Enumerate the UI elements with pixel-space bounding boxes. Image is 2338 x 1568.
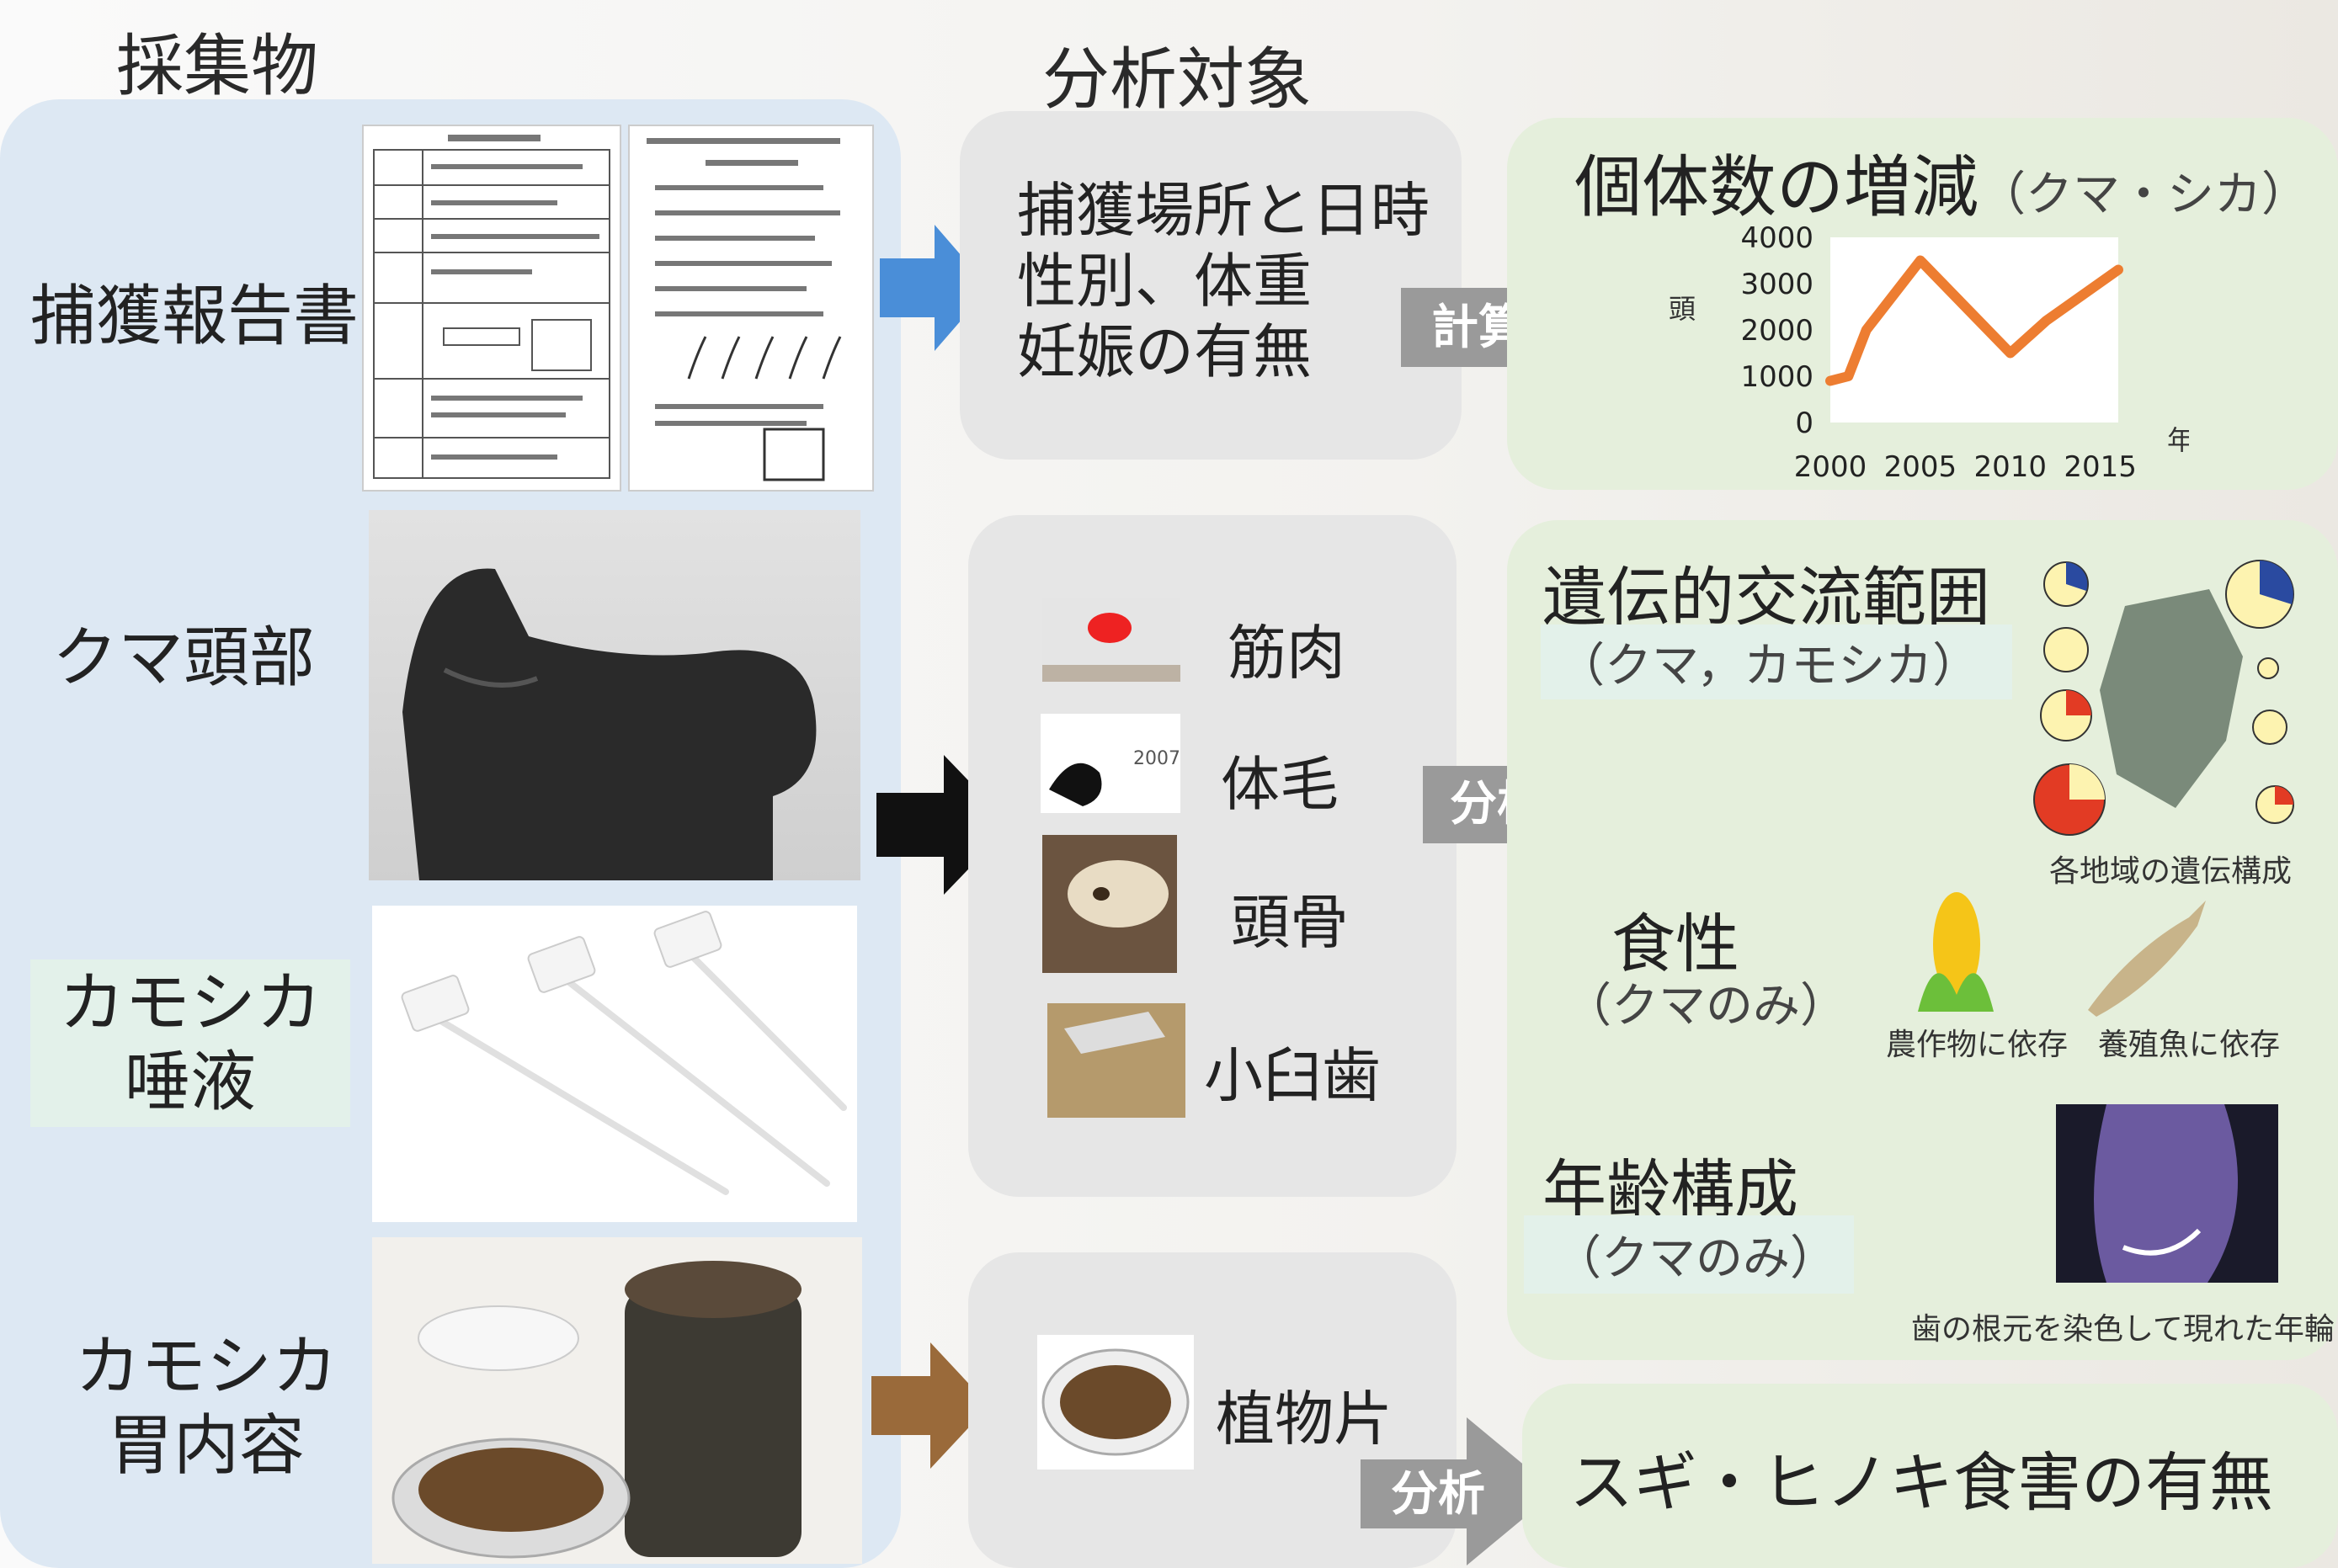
- age-caption: 歯の根元を染色して現れた年輪: [1911, 1312, 2335, 1347]
- collected-label-report: 捕獲報告書: [30, 279, 359, 354]
- chart-xtick-1: 2005: [1884, 450, 1957, 484]
- sample-label-premolar: 小臼歯: [1204, 1041, 1381, 1110]
- collected-label-bear-head: クマ頭部: [52, 620, 316, 696]
- fish-icon: [2088, 901, 2206, 1017]
- diet-caption-crop: 農作物に依存: [1886, 1028, 2069, 1062]
- collected-label-serow-stomach: カモシカ 胃内容: [74, 1329, 338, 1484]
- capture-report-image-2: [628, 125, 874, 492]
- collected-label-serow-saliva: カモシカ 唾液: [30, 959, 350, 1128]
- arrow-analysis-2-label: 分析: [1391, 1467, 1485, 1522]
- chart-ylabel: 頭: [1669, 293, 1696, 325]
- genetic-title: 遺伝的交流範囲: [1542, 560, 1990, 635]
- header-collected: 採集物: [116, 27, 318, 105]
- chart-xtick-0: 2000: [1794, 450, 1867, 484]
- saliva-swab-photo: [372, 906, 857, 1222]
- chart-plot-area: [1830, 237, 2118, 423]
- chart-xtick-2: 2010: [1973, 450, 2047, 484]
- population-title: 個体数の増減（クマ・シカ）: [1574, 133, 2309, 231]
- skull-thumb: [1042, 835, 1177, 973]
- plant-thumb: [1037, 1335, 1194, 1470]
- bear-head-photo: [369, 510, 860, 880]
- tooth-stain-image: [2056, 1104, 2278, 1283]
- arrow-brown: [871, 1342, 989, 1469]
- age-subtitle: （クマのみ）: [1524, 1215, 1854, 1294]
- cedar-title: スギ・ヒノキ食害の有無: [1569, 1445, 2273, 1520]
- sample-label-hair: 体毛: [1221, 750, 1339, 819]
- sample-label-skull: 頭骨: [1231, 888, 1349, 957]
- population-subtitle: （クマ・シカ）: [1979, 167, 2309, 222]
- population-title-main: 個体数の増減: [1574, 148, 1979, 226]
- cedar-panel: [1522, 1384, 2338, 1568]
- age-title: 年齢構成: [1542, 1152, 1798, 1227]
- diet-title: 食性: [1611, 906, 1739, 981]
- population-chart: 4000 3000 2000 1000 0 2000 2005 2010 2015 頭 年: [1669, 221, 2189, 484]
- capture-info-line-1: 捕獲場所と日時: [1017, 176, 1430, 245]
- chart-ytick-1: 3000: [1740, 268, 1813, 301]
- chart-series-line: [1825, 255, 2123, 386]
- diet-subtitle: （クマのみ）: [1564, 979, 1847, 1034]
- genetic-subtitle: （クマ，カモシカ）: [1541, 625, 2012, 699]
- diet-caption-fish: 養殖魚に依存: [2098, 1028, 2281, 1062]
- arrow-analysis-2: 分析: [1361, 1417, 1556, 1565]
- chart-ytick-2: 2000: [1740, 314, 1813, 348]
- chart-xtick-3: 2015: [2064, 450, 2137, 484]
- capture-info-line-3: 妊娠の有無: [1017, 317, 1312, 386]
- hair-thumb: 2007: [1041, 714, 1180, 813]
- plant-label: 植物片: [1216, 1385, 1393, 1454]
- capture-report-image-1: [362, 125, 621, 492]
- capture-info-panel: [960, 111, 1462, 460]
- genetic-caption: 各地域の遺伝構成: [2049, 854, 2293, 889]
- genetic-map-image: [2032, 555, 2307, 842]
- header-analysis-target: 分析対象: [1042, 40, 1312, 119]
- chart-xlabel: 年: [2167, 424, 2189, 456]
- sample-label-muscle: 筋肉: [1228, 619, 1345, 688]
- chart-ytick-0: 4000: [1740, 221, 1813, 255]
- chart-ytick-4: 0: [1795, 407, 1813, 440]
- muscle-thumb: [1042, 598, 1180, 682]
- stomach-content-photo: [372, 1237, 862, 1564]
- svg-text:2007: 2007: [1133, 748, 1180, 769]
- premolar-thumb: [1047, 1003, 1185, 1118]
- corn-icon: [1918, 892, 1994, 1012]
- capture-info-line-2: 性別、体重: [1017, 247, 1312, 316]
- capture-info-text: 捕獲場所と日時 性別、体重 妊娠の有無: [1017, 175, 1430, 387]
- chart-ytick-3: 1000: [1740, 360, 1813, 394]
